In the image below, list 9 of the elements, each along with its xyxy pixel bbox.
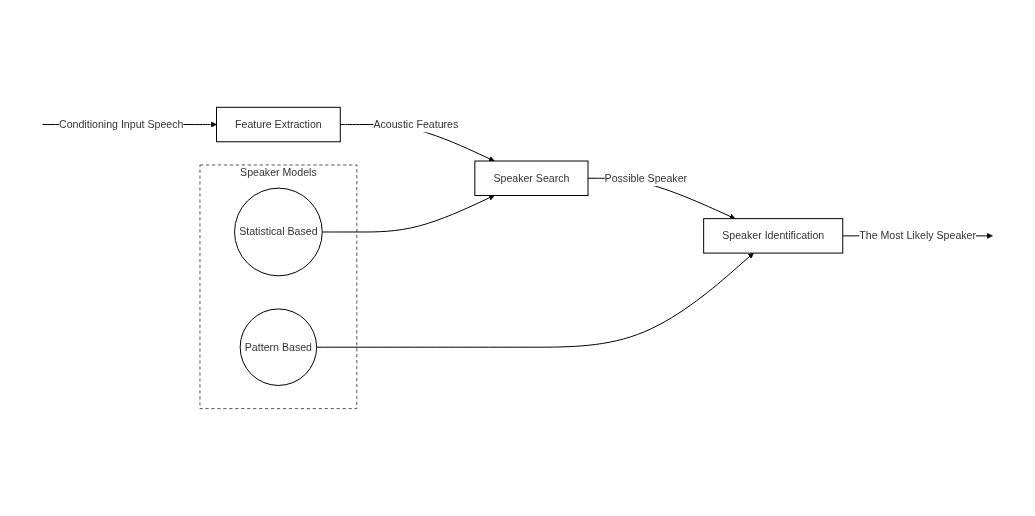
node-circle: Statistical Based xyxy=(234,187,323,277)
node-box: Speaker Identification xyxy=(703,218,844,254)
edge-label: The Most Likely Speaker xyxy=(859,229,977,242)
edge-label: Possible Speaker xyxy=(604,172,688,184)
node-box: Feature Extraction xyxy=(216,106,341,143)
edge-label: Acoustic Features xyxy=(373,118,459,130)
node-circle: Pattern Based xyxy=(239,308,318,386)
node-box: Speaker Search xyxy=(474,160,589,196)
edge-label: Conditioning Input Speech xyxy=(58,118,184,130)
